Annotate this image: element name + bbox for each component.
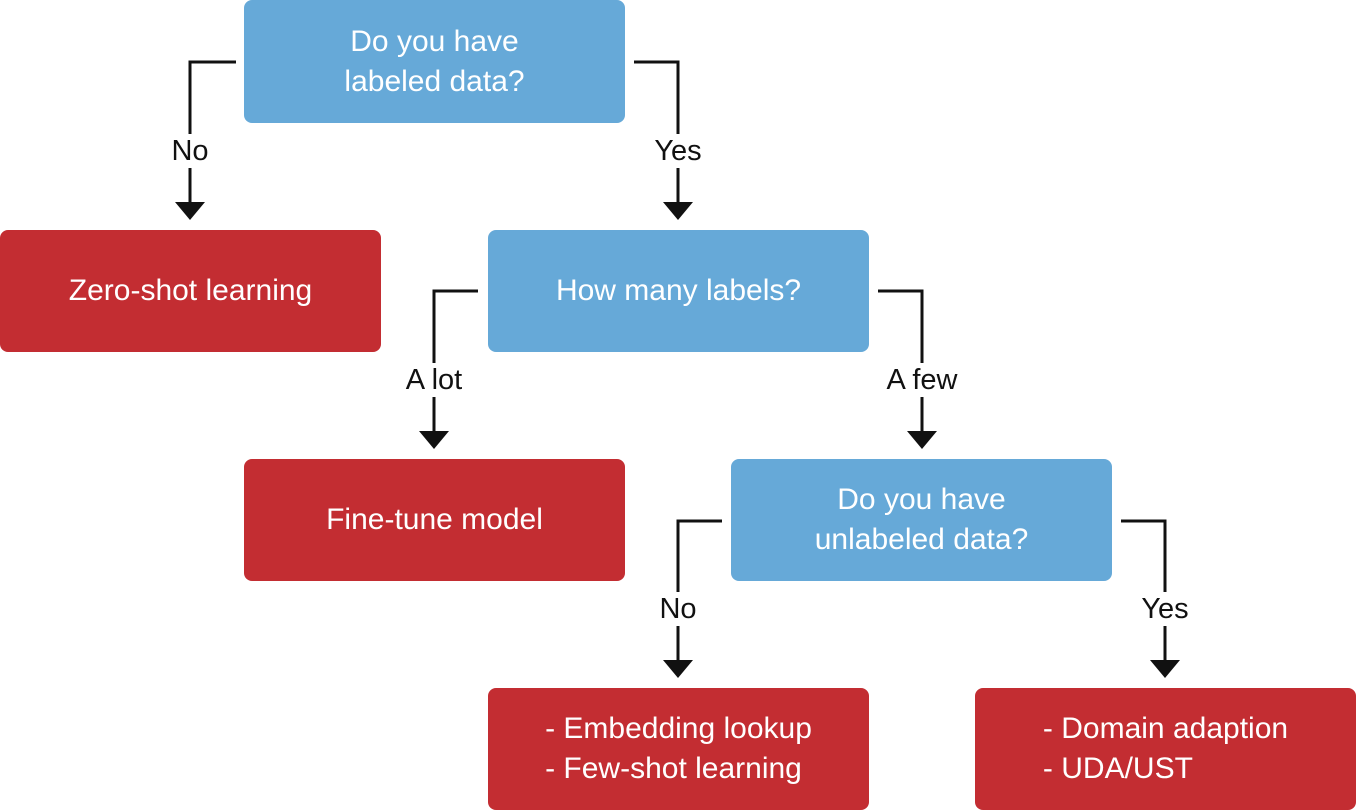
- node-text-line: Do you have: [350, 24, 519, 58]
- edge-label-labels-a-lot: A lot: [401, 363, 467, 397]
- edge-label-unlabeled-yes: Yes: [1137, 592, 1193, 626]
- edge-labeled-yes-line: [634, 60, 680, 202]
- edge-labeled-no-arrow: [175, 202, 205, 220]
- node-text-line: - Few-shot learning: [545, 752, 802, 785]
- node-text-line: Fine-tune model: [326, 503, 543, 536]
- edge-labeled-no-line: [188, 60, 236, 202]
- edge-unlabeled-yes-arrow: [1150, 660, 1180, 678]
- node-unlabeled-data-question: Do you have unlabeled data?: [731, 459, 1112, 581]
- node-text-line: - Domain adaption: [1042, 712, 1289, 745]
- node-text-line: labeled data?: [344, 64, 525, 98]
- node-how-many-labels-question: How many labels?: [488, 230, 869, 352]
- node-text-line: Do you have: [837, 483, 1006, 516]
- node-few-label-methods: - Embedding lookup - Few-shot learning: [488, 688, 869, 810]
- edge-unlabeled-no-line: [676, 519, 722, 660]
- node-zero-shot-learning: Zero-shot learning: [0, 230, 381, 352]
- node-text-line: Zero-shot learning: [68, 274, 313, 307]
- edge-label-labeled-no: No: [167, 134, 213, 168]
- node-text-line: unlabeled data?: [814, 523, 1029, 556]
- node-fine-tune-model: Fine-tune model: [244, 459, 625, 581]
- edge-labels-a-few-line: [878, 289, 924, 431]
- edge-unlabeled-no-arrow: [663, 660, 693, 678]
- node-text-line: - Embedding lookup: [545, 712, 812, 745]
- edge-label-labels-a-few: A few: [882, 363, 962, 397]
- node-labeled-data-question: Do you have labeled data?: [244, 0, 625, 123]
- node-unlabeled-methods: - Domain adaption - UDA/UST: [975, 688, 1356, 810]
- edge-labels-a-lot-line: [432, 289, 478, 431]
- edge-labels-a-lot-arrow: [419, 431, 449, 449]
- node-text-line: - UDA/UST: [1042, 752, 1193, 785]
- edge-labels-a-few-arrow: [907, 431, 937, 449]
- node-text-line: How many labels?: [555, 274, 802, 307]
- edge-label-labeled-yes: Yes: [650, 134, 706, 168]
- edge-unlabeled-yes-line: [1121, 519, 1167, 660]
- edge-labeled-yes-arrow: [663, 202, 693, 220]
- edge-label-unlabeled-no: No: [655, 592, 701, 626]
